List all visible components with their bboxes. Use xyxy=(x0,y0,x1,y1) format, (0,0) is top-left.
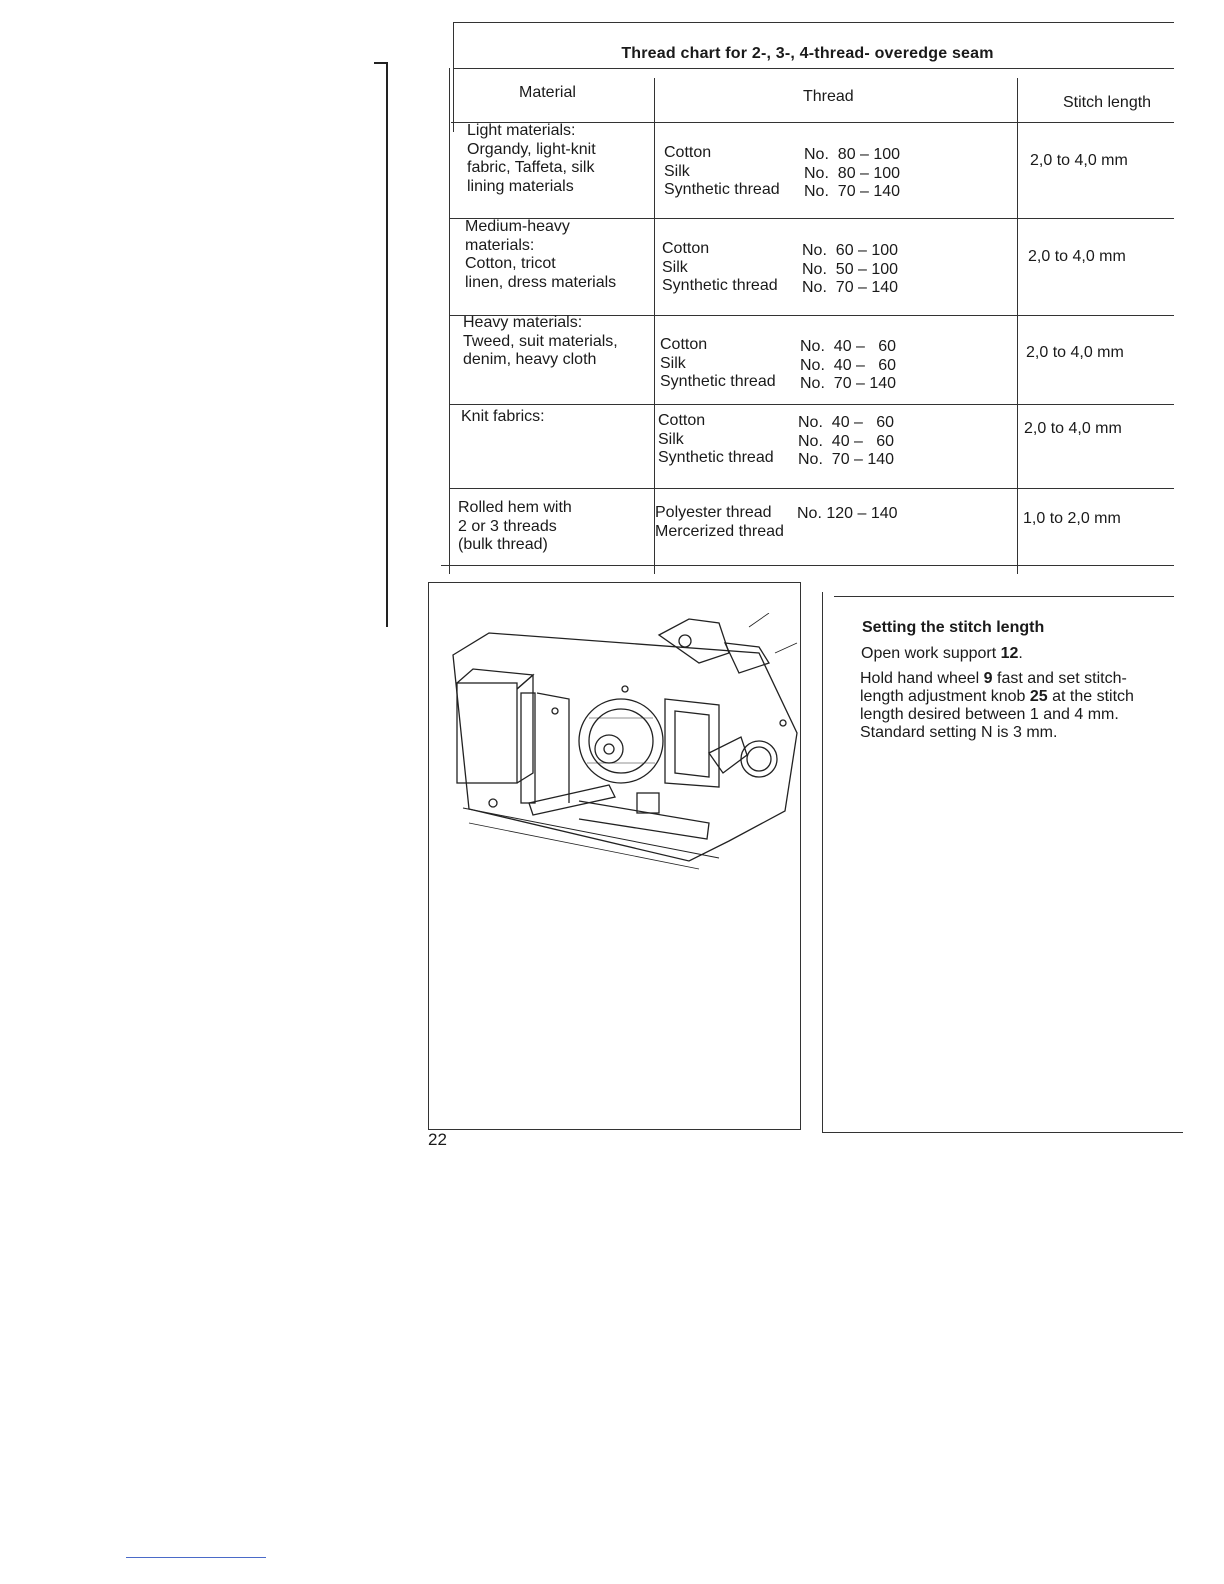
table-row-stitch-length: 2,0 to 4,0 mm xyxy=(1028,248,1126,265)
table-row-stitch-length: 2,0 to 4,0 mm xyxy=(1024,420,1122,437)
row-separator xyxy=(449,488,1174,489)
header-rule xyxy=(451,122,1174,123)
table-row-stitch-length: 1,0 to 2,0 mm xyxy=(1023,510,1121,527)
stitch-length-knob-illustration xyxy=(452,613,798,870)
table-row-stitch-length: 2,0 to 4,0 mm xyxy=(1026,344,1124,361)
column-divider-1 xyxy=(654,78,655,574)
column-divider-2 xyxy=(1017,78,1018,574)
thread-chart-table: Thread chart for 2-, 3-, 4-thread- overe… xyxy=(441,22,1174,575)
table-row-stitch-length: 2,0 to 4,0 mm xyxy=(1030,152,1128,169)
table-bottom-border xyxy=(441,565,1174,566)
row-separator xyxy=(449,218,1174,219)
table-row-material: Knit fabrics: xyxy=(461,408,545,425)
margin-bracket-top xyxy=(374,62,388,64)
table-left-border-top xyxy=(453,22,454,132)
title-rule xyxy=(453,68,1174,69)
illustration-frame xyxy=(428,582,801,1130)
header-material: Material xyxy=(519,84,576,101)
instruction-step-2: Hold hand wheel 9 fast and set stitch- l… xyxy=(860,670,1134,741)
row-separator xyxy=(449,315,1174,316)
page-number: 22 xyxy=(428,1130,447,1149)
row-separator xyxy=(449,404,1174,405)
instruction-step-1: Open work support 12. xyxy=(861,645,1023,662)
margin-bracket xyxy=(386,62,388,627)
table-row-material: Heavy materials:Tweed, suit materials,de… xyxy=(463,314,618,368)
table-title: Thread chart for 2-, 3-, 4-thread- overe… xyxy=(621,45,994,62)
text-box-frame xyxy=(822,592,1183,1133)
header-stitch-length: Stitch length xyxy=(1063,94,1152,111)
table-row-thread-numbers: No. 120 – 140 xyxy=(797,505,898,522)
table-top-border xyxy=(453,22,1174,23)
section-heading: Setting the stitch length xyxy=(862,619,1045,636)
header-thread: Thread xyxy=(803,88,854,105)
text-box-top-rule xyxy=(834,596,1174,597)
table-left-border xyxy=(449,68,450,574)
bottom-rule xyxy=(126,1557,266,1558)
